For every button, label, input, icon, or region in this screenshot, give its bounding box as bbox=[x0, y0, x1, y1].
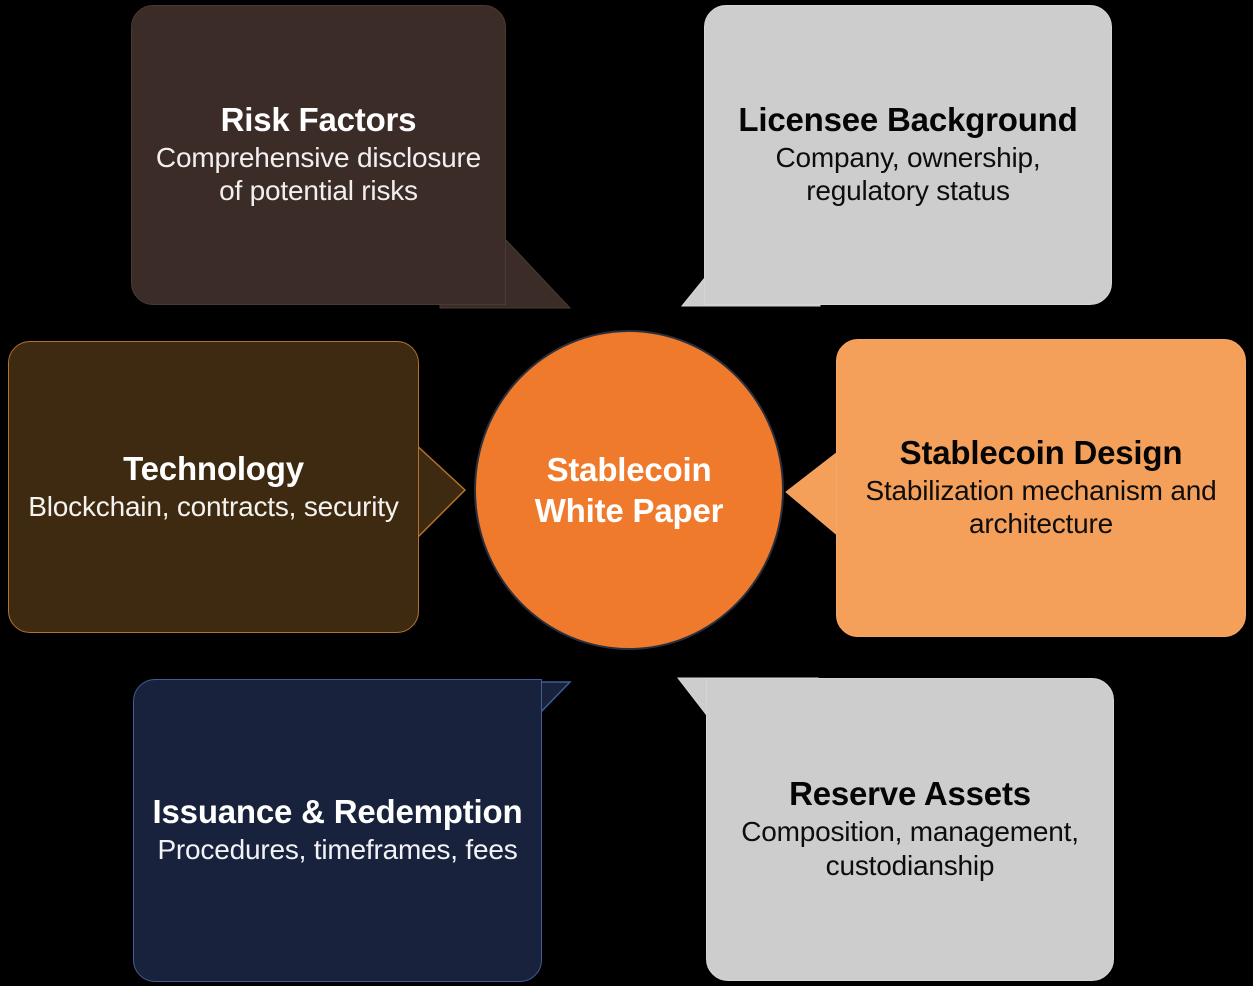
node-card-reserve-assets[interactable]: Reserve Assets Composition, management, … bbox=[706, 678, 1114, 981]
node-description-issuance-redemption: Procedures, timeframes, fees bbox=[157, 834, 518, 866]
node-description-technology: Blockchain, contracts, security bbox=[28, 490, 399, 522]
node-description-stablecoin-design: Stabilization mechanism and architecture bbox=[865, 474, 1217, 540]
node-card-stablecoin-design[interactable]: Stablecoin Design Stabilization mechanis… bbox=[836, 339, 1246, 637]
node-description-reserve-assets: Composition, management, custodianship bbox=[741, 816, 1079, 881]
node-title-stablecoin-design: Stablecoin Design bbox=[899, 433, 1183, 471]
node-title-technology: Technology bbox=[123, 449, 304, 487]
node-card-licensee-background[interactable]: Licensee Background Company, ownership, … bbox=[704, 5, 1112, 305]
node-card-issuance-redemption[interactable]: Issuance & Redemption Procedures, timefr… bbox=[133, 679, 542, 982]
center-hub-label: Stablecoin White Paper bbox=[534, 450, 724, 529]
node-title-risk-factors: Risk Factors bbox=[220, 100, 417, 138]
node-card-risk-factors[interactable]: Risk Factors Comprehensive disclosure of… bbox=[131, 5, 506, 305]
node-title-issuance-redemption: Issuance & Redemption bbox=[152, 793, 523, 831]
center-hub-circle[interactable]: Stablecoin White Paper bbox=[474, 330, 784, 650]
node-title-licensee-background: Licensee Background bbox=[738, 100, 1078, 138]
node-card-technology[interactable]: Technology Blockchain, contracts, securi… bbox=[8, 341, 419, 633]
node-description-licensee-background: Company, ownership, regulatory status bbox=[775, 141, 1041, 207]
node-title-reserve-assets: Reserve Assets bbox=[789, 775, 1031, 813]
node-description-risk-factors: Comprehensive disclosure of potential ri… bbox=[155, 141, 482, 207]
